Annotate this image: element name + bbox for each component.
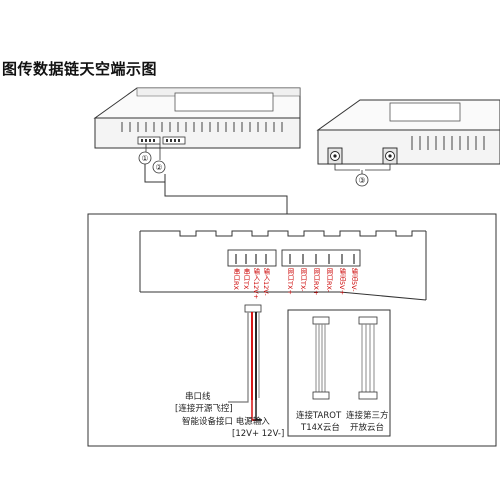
antenna-connector-left bbox=[327, 147, 343, 165]
pin-labels-left: 串口RX 串口TX 输入12V+ 输入12V- bbox=[232, 267, 270, 299]
callout-3: ③ bbox=[358, 176, 365, 185]
pin-serial-tx: 串口TX bbox=[242, 268, 250, 290]
power-spec-label: [12V+ 12V-] bbox=[232, 429, 284, 439]
tarot-cable bbox=[312, 316, 330, 400]
callout-1: ① bbox=[141, 154, 148, 163]
cable-to-detail bbox=[164, 182, 288, 214]
pin-labels-right: 网口TX+ 网口TX- 网口RX+ 网口RX- 输出5V+ 输出5V- bbox=[286, 267, 358, 296]
callout-2: ② bbox=[155, 163, 162, 172]
thirdparty-label-1: 连接第三方 bbox=[346, 410, 389, 421]
pin-eth-tx-minus: 网口TX- bbox=[299, 268, 307, 292]
thirdparty-cable bbox=[358, 316, 378, 400]
pin-in-12v-minus: 输入12V- bbox=[262, 267, 270, 297]
gimbal-frame bbox=[287, 309, 391, 437]
antenna-connector-right bbox=[382, 147, 398, 165]
pin-serial-rx: 串口RX bbox=[232, 268, 240, 291]
thirdparty-label-2: 开放云台 bbox=[350, 422, 384, 433]
cable-bracket bbox=[144, 164, 166, 183]
ethernet-power-connector bbox=[281, 249, 361, 267]
serial-power-cable bbox=[228, 304, 262, 421]
cable-plug bbox=[244, 304, 262, 313]
detail-frame bbox=[87, 213, 497, 447]
pin-out-5v-minus: 输出5V- bbox=[350, 267, 358, 292]
power-label: 智能设备接口 电源输入 bbox=[182, 416, 270, 427]
serial-target-label: [连接开源飞控] bbox=[175, 403, 233, 414]
callout-group-left: ① ② bbox=[138, 144, 288, 214]
pin-eth-tx-plus: 网口TX+ bbox=[286, 268, 294, 295]
board bbox=[139, 230, 427, 301]
diagram-title: 图传数据链天空端示图 bbox=[2, 60, 158, 78]
pin-eth-rx-minus: 网口RX- bbox=[325, 268, 333, 293]
pin-eth-rx-plus: 网口RX+ bbox=[312, 268, 320, 296]
callout-2-circle bbox=[152, 160, 166, 174]
device-right: ③ bbox=[316, 99, 500, 187]
pin-out-5v-plus: 输出5V+ bbox=[338, 267, 346, 295]
tarot-label-1: 连接TAROT bbox=[296, 410, 342, 421]
pin-in-12v-plus: 输入12V+ bbox=[252, 267, 260, 299]
serial-line-label: 串口线 bbox=[185, 391, 211, 402]
device-right-label-plate bbox=[389, 102, 461, 122]
callout-3-circle bbox=[355, 173, 369, 187]
tarot-label-2: T14X云台 bbox=[300, 422, 340, 433]
device-left bbox=[93, 87, 301, 149]
device-left-label-plate bbox=[174, 92, 274, 112]
serial-power-connector bbox=[227, 249, 277, 267]
